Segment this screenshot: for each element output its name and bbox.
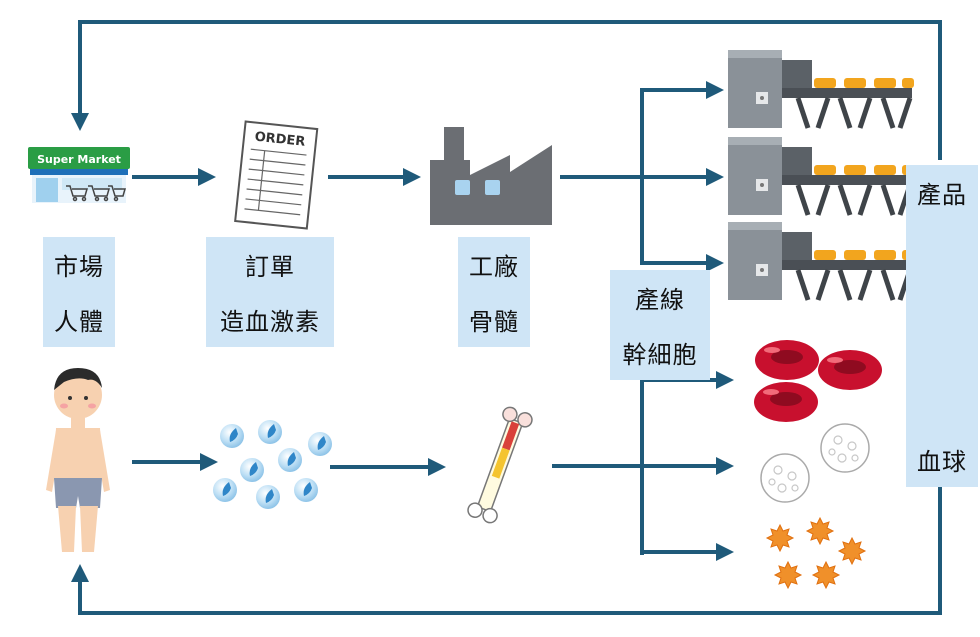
label-hormone: 造血激素 [220,308,320,336]
label-production-line: 產線 [635,286,685,314]
label-blood-cell: 血球 [917,448,967,476]
label-market-body: 市場 人體 [43,237,115,347]
production-line-1-icon [728,50,914,129]
platelets-icon [765,516,867,590]
label-order: 訂單 [245,253,295,281]
label-product: 產品 [917,181,967,209]
label-product-bloodcell: 產品 血球 [906,165,978,487]
label-market: 市場 [54,253,104,281]
label-body: 人體 [54,308,104,336]
label-stem-cell: 幹細胞 [622,341,698,369]
production-line-3-icon [728,222,914,301]
red-blood-cells-icon [754,340,882,422]
supermarket-sign-text: Super Market [37,153,121,166]
white-blood-cells-icon [760,423,870,503]
top-loop-line [71,20,942,160]
hormone-molecules-icon [213,420,332,509]
bone-marrow-icon [467,406,533,524]
order-document-icon: ORDER [234,120,319,230]
order-title: ORDER [254,130,306,150]
label-marrow: 骨髓 [469,308,519,336]
factory-icon [430,127,552,225]
label-order-hormone: 訂單 造血激素 [206,237,334,347]
label-line-stemcell: 產線 幹細胞 [610,270,710,380]
production-line-2-icon [728,137,914,216]
bottom-loop-line [71,487,942,615]
human-body-icon [46,368,110,552]
label-factory: 工廠 [469,253,519,281]
supermarket-icon: Super Market [28,147,130,203]
label-factory-marrow: 工廠 骨髓 [458,237,530,347]
